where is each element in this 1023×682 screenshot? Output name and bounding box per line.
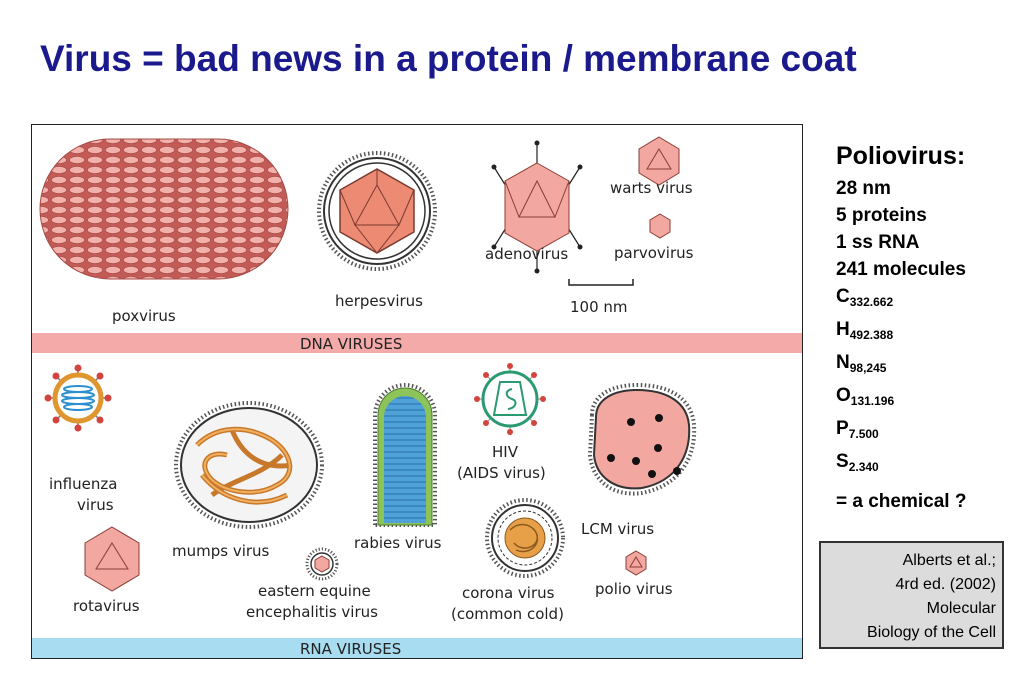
info-line: 5 proteins (836, 205, 927, 226)
scale-bar-label: 100 nm (570, 298, 628, 316)
rabies-particle (373, 383, 437, 527)
label-lcm-virus: LCM virus (581, 520, 654, 538)
polio-particle (625, 550, 647, 576)
element-formula-h: H492.388 (836, 319, 894, 342)
info-conclusion: = a chemical ? (836, 491, 967, 512)
poxvirus-particle (39, 138, 289, 280)
label-corona-1: corona virus (462, 584, 555, 602)
element-formula-s: S2.340 (836, 451, 879, 474)
element-formula-p: P7.500 (836, 418, 879, 441)
citation-box: Alberts et al.; 4rd ed. (2002) Molecular… (819, 541, 1004, 649)
label-herpesvirus: herpesvirus (335, 292, 423, 310)
lcm-particle (587, 382, 697, 496)
label-influenza-2: virus (77, 496, 114, 514)
slide-title: Virus = bad news in a protein / membrane… (40, 38, 857, 79)
label-influenza-1: influenza (49, 475, 117, 493)
info-line: 28 nm (836, 178, 891, 199)
citation-line: Biology of the Cell (867, 624, 996, 641)
scale-bar (568, 279, 634, 286)
info-line: 241 molecules (836, 259, 966, 280)
label-parvovirus: parvovirus (614, 244, 694, 262)
warts-virus-particle (638, 136, 680, 186)
label-adenovirus: adenovirus (485, 245, 568, 263)
dna-viruses-band (32, 333, 802, 353)
label-poxvirus: poxvirus (112, 307, 176, 325)
label-polio-virus: polio virus (595, 580, 673, 598)
rna-viruses-label: RNA VIRUSES (300, 640, 401, 658)
adenovirus-particle (491, 140, 583, 274)
label-eee-2: encephalitis virus (246, 603, 378, 621)
eee-particle (305, 547, 339, 581)
rna-viruses-band (32, 638, 802, 658)
label-hiv-2: (AIDS virus) (457, 464, 546, 482)
info-line: 1 ss RNA (836, 232, 920, 253)
virus-figure: poxvirus herpesvirus adenovirus warts (31, 124, 803, 659)
citation-line: Alberts et al.; (902, 552, 996, 569)
influenza-particle (44, 364, 112, 432)
element-formula-n: N98,245 (836, 352, 887, 375)
virus-illustration: poxvirus herpesvirus adenovirus warts (32, 136, 802, 658)
citation-line: 4rd ed. (2002) (895, 576, 996, 593)
label-warts-virus: warts virus (610, 179, 693, 197)
label-corona-2: (common cold) (451, 605, 564, 623)
label-rabies-virus: rabies virus (354, 534, 442, 552)
citation-line: Molecular (926, 600, 996, 617)
element-formula-o: O131.196 (836, 385, 895, 408)
element-formula-c: C332.662 (836, 286, 894, 309)
rotavirus-particle (84, 526, 140, 592)
info-heading: Poliovirus: (836, 142, 966, 170)
poliovirus-info: Poliovirus: 28 nm 5 proteins 1 ss RNA 24… (836, 142, 966, 513)
label-hiv-1: HIV (492, 443, 519, 461)
mumps-particle (174, 401, 324, 529)
label-eee-1: eastern equine (258, 582, 371, 600)
corona-particle (485, 498, 565, 578)
label-mumps-virus: mumps virus (172, 542, 270, 560)
hiv-particle (474, 363, 546, 435)
herpesvirus-particle (317, 151, 437, 271)
label-rotavirus: rotavirus (73, 597, 140, 615)
parvovirus-particle (649, 213, 671, 239)
dna-viruses-label: DNA VIRUSES (300, 335, 402, 353)
